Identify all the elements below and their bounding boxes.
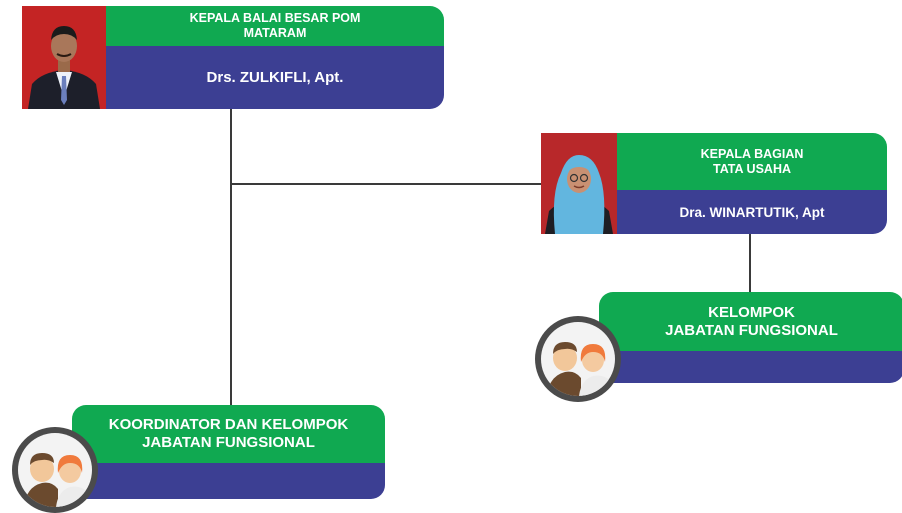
head-card: KEPALA BALAI BESAR POM MATARAM Drs. ZULK… <box>22 6 444 109</box>
admin-title: KEPALA BAGIAN TATA USAHA <box>700 146 804 176</box>
people-group-icon <box>535 316 621 402</box>
connector-admin-vertical <box>749 232 751 294</box>
admin-name-band: Dra. WINARTUTIK, Apt <box>617 190 887 234</box>
head-title: KEPALA BALAI BESAR POM MATARAM <box>189 11 361 40</box>
group-right-card: KELOMPOK JABATAN FUNGSIONAL <box>531 292 902 402</box>
group-left-card: KOORDINATOR DAN KELOMPOK JABATAN FUNGSIO… <box>12 405 385 513</box>
head-photo <box>22 6 106 109</box>
admin-card: KEPALA BAGIAN TATA USAHA Dra. WINARTUTIK… <box>541 133 887 234</box>
group-right-bottom-band <box>599 351 902 383</box>
head-name-band: Drs. ZULKIFLI, Apt. <box>106 46 444 109</box>
people-group-icon <box>12 427 98 513</box>
connector-admin-horizontal <box>230 183 542 185</box>
group-right-title: KELOMPOK JABATAN FUNGSIONAL <box>665 303 838 339</box>
admin-title-band: KEPALA BAGIAN TATA USAHA <box>617 133 887 190</box>
admin-name: Dra. WINARTUTIK, Apt <box>679 204 825 220</box>
connector-head-vertical <box>230 107 232 407</box>
group-left-bottom-band <box>72 463 385 499</box>
head-name: Drs. ZULKIFLI, Apt. <box>206 69 344 86</box>
group-left-title-band: KOORDINATOR DAN KELOMPOK JABATAN FUNGSIO… <box>72 405 385 463</box>
head-title-band: KEPALA BALAI BESAR POM MATARAM <box>106 6 444 46</box>
group-right-title-band: KELOMPOK JABATAN FUNGSIONAL <box>599 292 902 351</box>
group-left-title: KOORDINATOR DAN KELOMPOK JABATAN FUNGSIO… <box>108 416 349 451</box>
admin-photo <box>541 133 617 234</box>
